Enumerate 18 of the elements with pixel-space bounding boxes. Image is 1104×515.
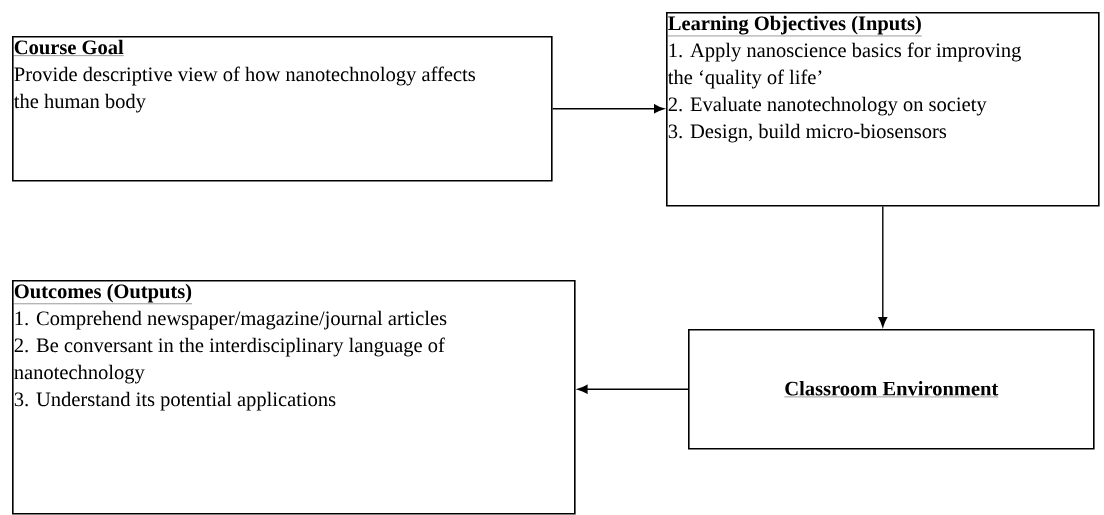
- text-box: [666, 12, 1100, 207]
- description-text: 3. Understand its potential applications: [14, 391, 336, 411]
- arrow: [551, 104, 665, 114]
- description-text: 1. Comprehend newspaper/magazine/journal articles: [15, 310, 447, 330]
- description-text: 2. Be conversant in the interdisciplinary language of nanotechnology: [14, 337, 445, 384]
- text-box: [12, 36, 553, 182]
- description-text: Provide descriptive view of how nanotechnology affects the human body: [14, 66, 475, 113]
- box-heading: Classroom Environment: [784, 381, 999, 398]
- arrow: [577, 384, 689, 394]
- text-box: [12, 280, 576, 515]
- description-text: 2. Evaluate nanotechnology on society: [668, 96, 987, 116]
- box-heading: Outcomes (Outputs): [13, 283, 193, 304]
- text-box: [688, 329, 1095, 450]
- box-heading: Learning Objectives (Inputs): [667, 15, 922, 37]
- arrow: [878, 205, 888, 328]
- box-heading: Course Goal: [13, 39, 124, 56]
- description-text: 3. Design, build micro-biosensors: [668, 123, 947, 143]
- description-text: 1. Apply nanoscience basics for improving the ‘quality of life’: [668, 42, 1021, 89]
